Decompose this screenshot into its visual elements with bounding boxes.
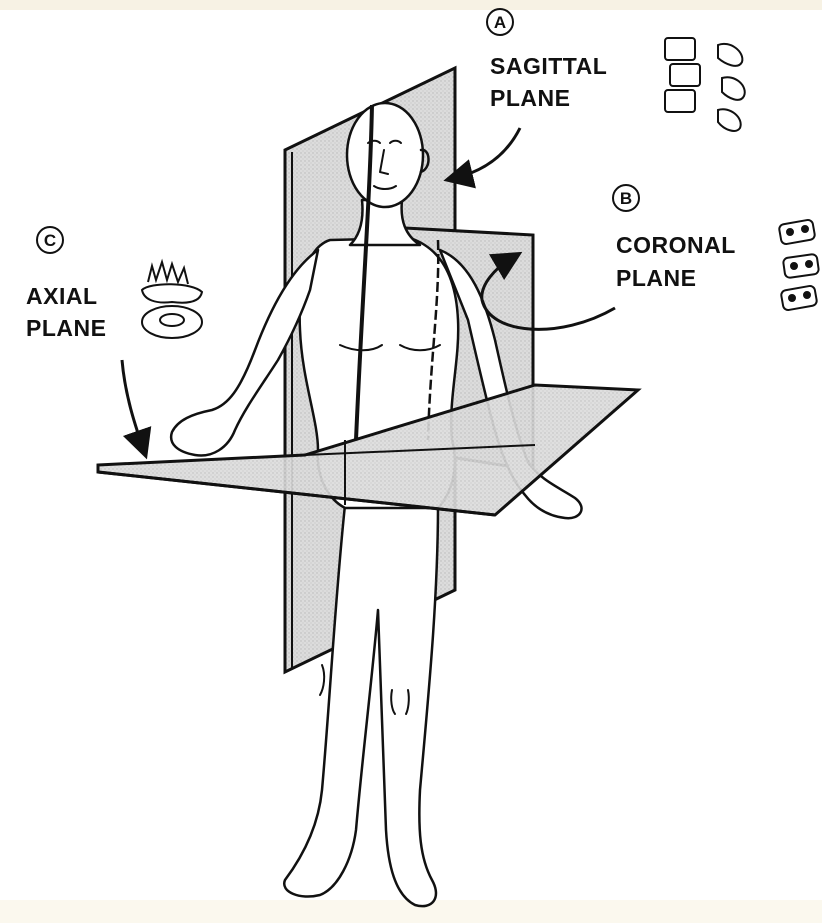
axial-line1: AXIAL <box>26 283 98 309</box>
coronal-line1: CORONAL <box>616 232 736 258</box>
coronal-line2: PLANE <box>616 265 696 291</box>
sagittal-line1: SAGITTAL <box>490 53 607 79</box>
sagittal-vertebrae-icon <box>665 38 745 131</box>
badge-c-text: C <box>44 231 56 250</box>
axial-arrow <box>122 360 143 448</box>
badge-b-text: B <box>620 189 632 208</box>
badge-a-text: A <box>494 13 506 32</box>
label-axial: C AXIAL PLANE <box>26 227 106 341</box>
axial-line2: PLANE <box>26 315 106 341</box>
label-coronal: B CORONAL PLANE <box>613 185 736 291</box>
sagittal-line2: PLANE <box>490 85 570 111</box>
label-sagittal: A SAGITTAL PLANE <box>487 9 607 111</box>
human-figure <box>171 103 581 906</box>
sagittal-arrow <box>455 128 520 178</box>
coronal-vertebrae-icon <box>779 219 820 311</box>
axial-vertebra-icon <box>142 262 202 338</box>
